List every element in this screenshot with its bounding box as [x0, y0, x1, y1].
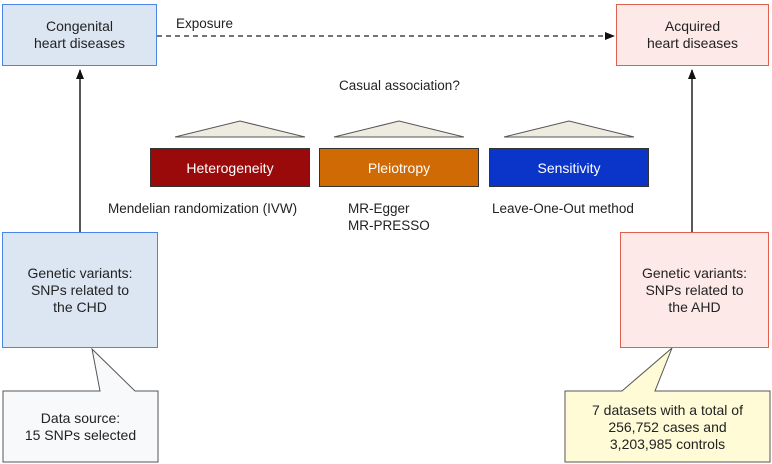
datasets-note-text: 7 datasets with a total of 256,752 cases… [592, 401, 743, 452]
sensitivity-label: Sensitivity [537, 159, 601, 176]
sensitivity-box: Sensitivity [489, 148, 649, 187]
ahd-genetic-variants-box: Genetic variants: SNPs related to the AH… [620, 232, 769, 348]
causal-association-question: Casual association? [339, 78, 460, 93]
sensitivity-triangle [503, 120, 635, 138]
pleiotropy-triangle [333, 120, 465, 138]
data-source-callout-shape [2, 347, 159, 463]
pleiotropy-label: Pleiotropy [367, 159, 431, 176]
data-source-note-text: Data source: 15 SNPs selected [24, 410, 137, 443]
ahd-genetic-variants-label: Genetic variants: SNPs related to the AH… [641, 264, 748, 315]
datasets-note: 7 datasets with a total of 256,752 cases… [565, 393, 770, 461]
chd-genetic-variants-label: Genetic variants: SNPs related to the CH… [27, 264, 133, 315]
heterogeneity-triangle [174, 120, 306, 138]
congenital-heart-diseases-label: Congenital heart diseases [33, 18, 126, 51]
exposure-label: Exposure [176, 16, 234, 31]
acquired-heart-diseases-box: Acquired heart diseases [616, 4, 769, 66]
heterogeneity-label: Heterogeneity [186, 159, 274, 176]
pleiotropy-box: Pleiotropy [319, 148, 479, 187]
acquired-heart-diseases-label: Acquired heart diseases [646, 18, 739, 51]
datasets-callout-shape [564, 347, 771, 463]
data-source-note: Data source: 15 SNPs selected [3, 393, 158, 461]
pleiotropy-caption: MR-Egger MR-PRESSO [348, 201, 430, 233]
heterogeneity-caption: Mendelian randomization (IVW) [108, 201, 298, 216]
chd-genetic-variants-box: Genetic variants: SNPs related to the CH… [2, 232, 158, 348]
sensitivity-caption: Leave-One-Out method [492, 201, 634, 216]
heterogeneity-box: Heterogeneity [150, 148, 310, 187]
congenital-heart-diseases-box: Congenital heart diseases [2, 4, 157, 66]
